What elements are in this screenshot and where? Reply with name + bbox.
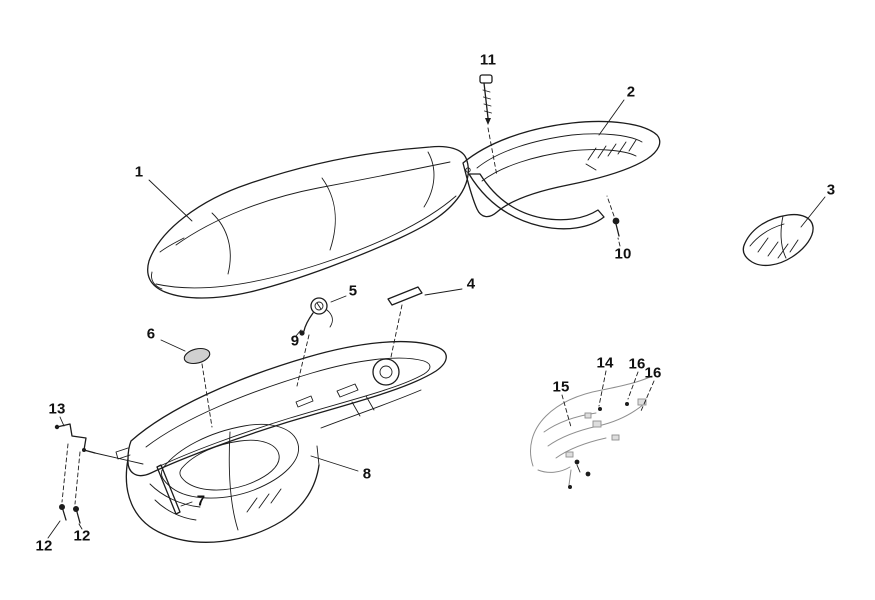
part-label-11: 11 <box>479 51 497 69</box>
part-label-2: 2 <box>626 83 636 101</box>
part-label-16b: 16 <box>644 364 662 382</box>
seat <box>147 145 469 299</box>
screws-12 <box>59 504 81 524</box>
carrier-screw-10 <box>606 195 621 247</box>
part-label-8: 8 <box>362 465 372 483</box>
part-label-12a: 12 <box>35 537 53 555</box>
leader-lines <box>47 99 826 539</box>
part-label-7: 7 <box>196 492 206 510</box>
carrier-bolt-11 <box>479 74 498 177</box>
part-label-9: 9 <box>290 332 300 350</box>
part-label-1: 1 <box>134 163 144 181</box>
rear-cover-3 <box>742 213 814 267</box>
luggage-box <box>115 340 447 543</box>
hinge-plate-4 <box>387 286 423 358</box>
part-label-13: 13 <box>48 400 66 418</box>
lock-bolt-9 <box>299 330 305 336</box>
part-label-15: 15 <box>552 378 570 396</box>
part-label-12b: 12 <box>73 527 91 545</box>
wire-harness <box>530 375 653 489</box>
part-label-16a: 16 <box>628 355 646 373</box>
part-label-4: 4 <box>466 275 476 293</box>
box-rod-7 <box>156 464 181 515</box>
rear-carrier <box>462 120 661 230</box>
hinge-bracket-13 <box>54 423 144 505</box>
grommet-6 <box>183 347 213 428</box>
part-label-10: 10 <box>614 245 632 263</box>
part-label-3: 3 <box>826 181 836 199</box>
part-label-6: 6 <box>146 325 156 343</box>
part-label-14: 14 <box>596 354 614 372</box>
part-label-5: 5 <box>348 282 358 300</box>
seat-lock-assembly <box>296 297 333 387</box>
